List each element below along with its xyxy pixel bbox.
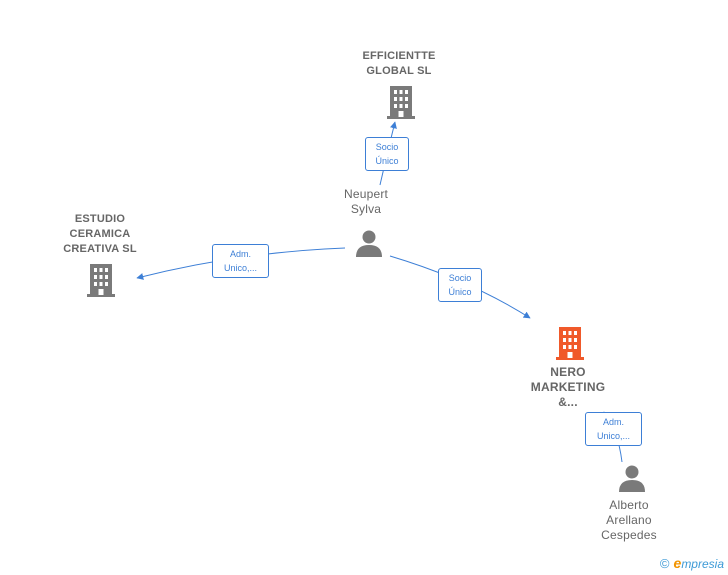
node-label-estudio: ESTUDIO CERAMICA CREATIVA SL <box>63 213 137 255</box>
building-icon[interactable] <box>386 84 416 120</box>
edge-label-neupert-estudio[interactable]: Adm. Unico,... <box>212 244 269 278</box>
main-building-icon[interactable] <box>555 325 585 361</box>
edge-label-alberto-nero[interactable]: Adm. Unico,... <box>585 412 642 446</box>
copyright-icon: © <box>659 556 670 571</box>
person-icon[interactable] <box>617 463 647 493</box>
node-label-nero: NERO MARKETING &... <box>530 365 606 409</box>
brand-logo-initial: e <box>673 555 682 571</box>
node-label-alberto: Alberto Arellano Cespedes <box>601 498 657 542</box>
edge-label-neupert-efficientte[interactable]: Socio Único <box>365 137 409 171</box>
brand-logo-text: mpresia <box>681 557 724 571</box>
node-label-efficientte: EFFICIENTTE GLOBAL SL <box>362 50 436 77</box>
node-label-neupert: Neupert Sylva <box>343 187 389 216</box>
person-icon[interactable] <box>354 228 384 258</box>
building-icon[interactable] <box>86 262 116 298</box>
brand-footer: ©empresia <box>660 555 724 571</box>
edge-label-neupert-nero[interactable]: Socio Único <box>438 268 482 302</box>
